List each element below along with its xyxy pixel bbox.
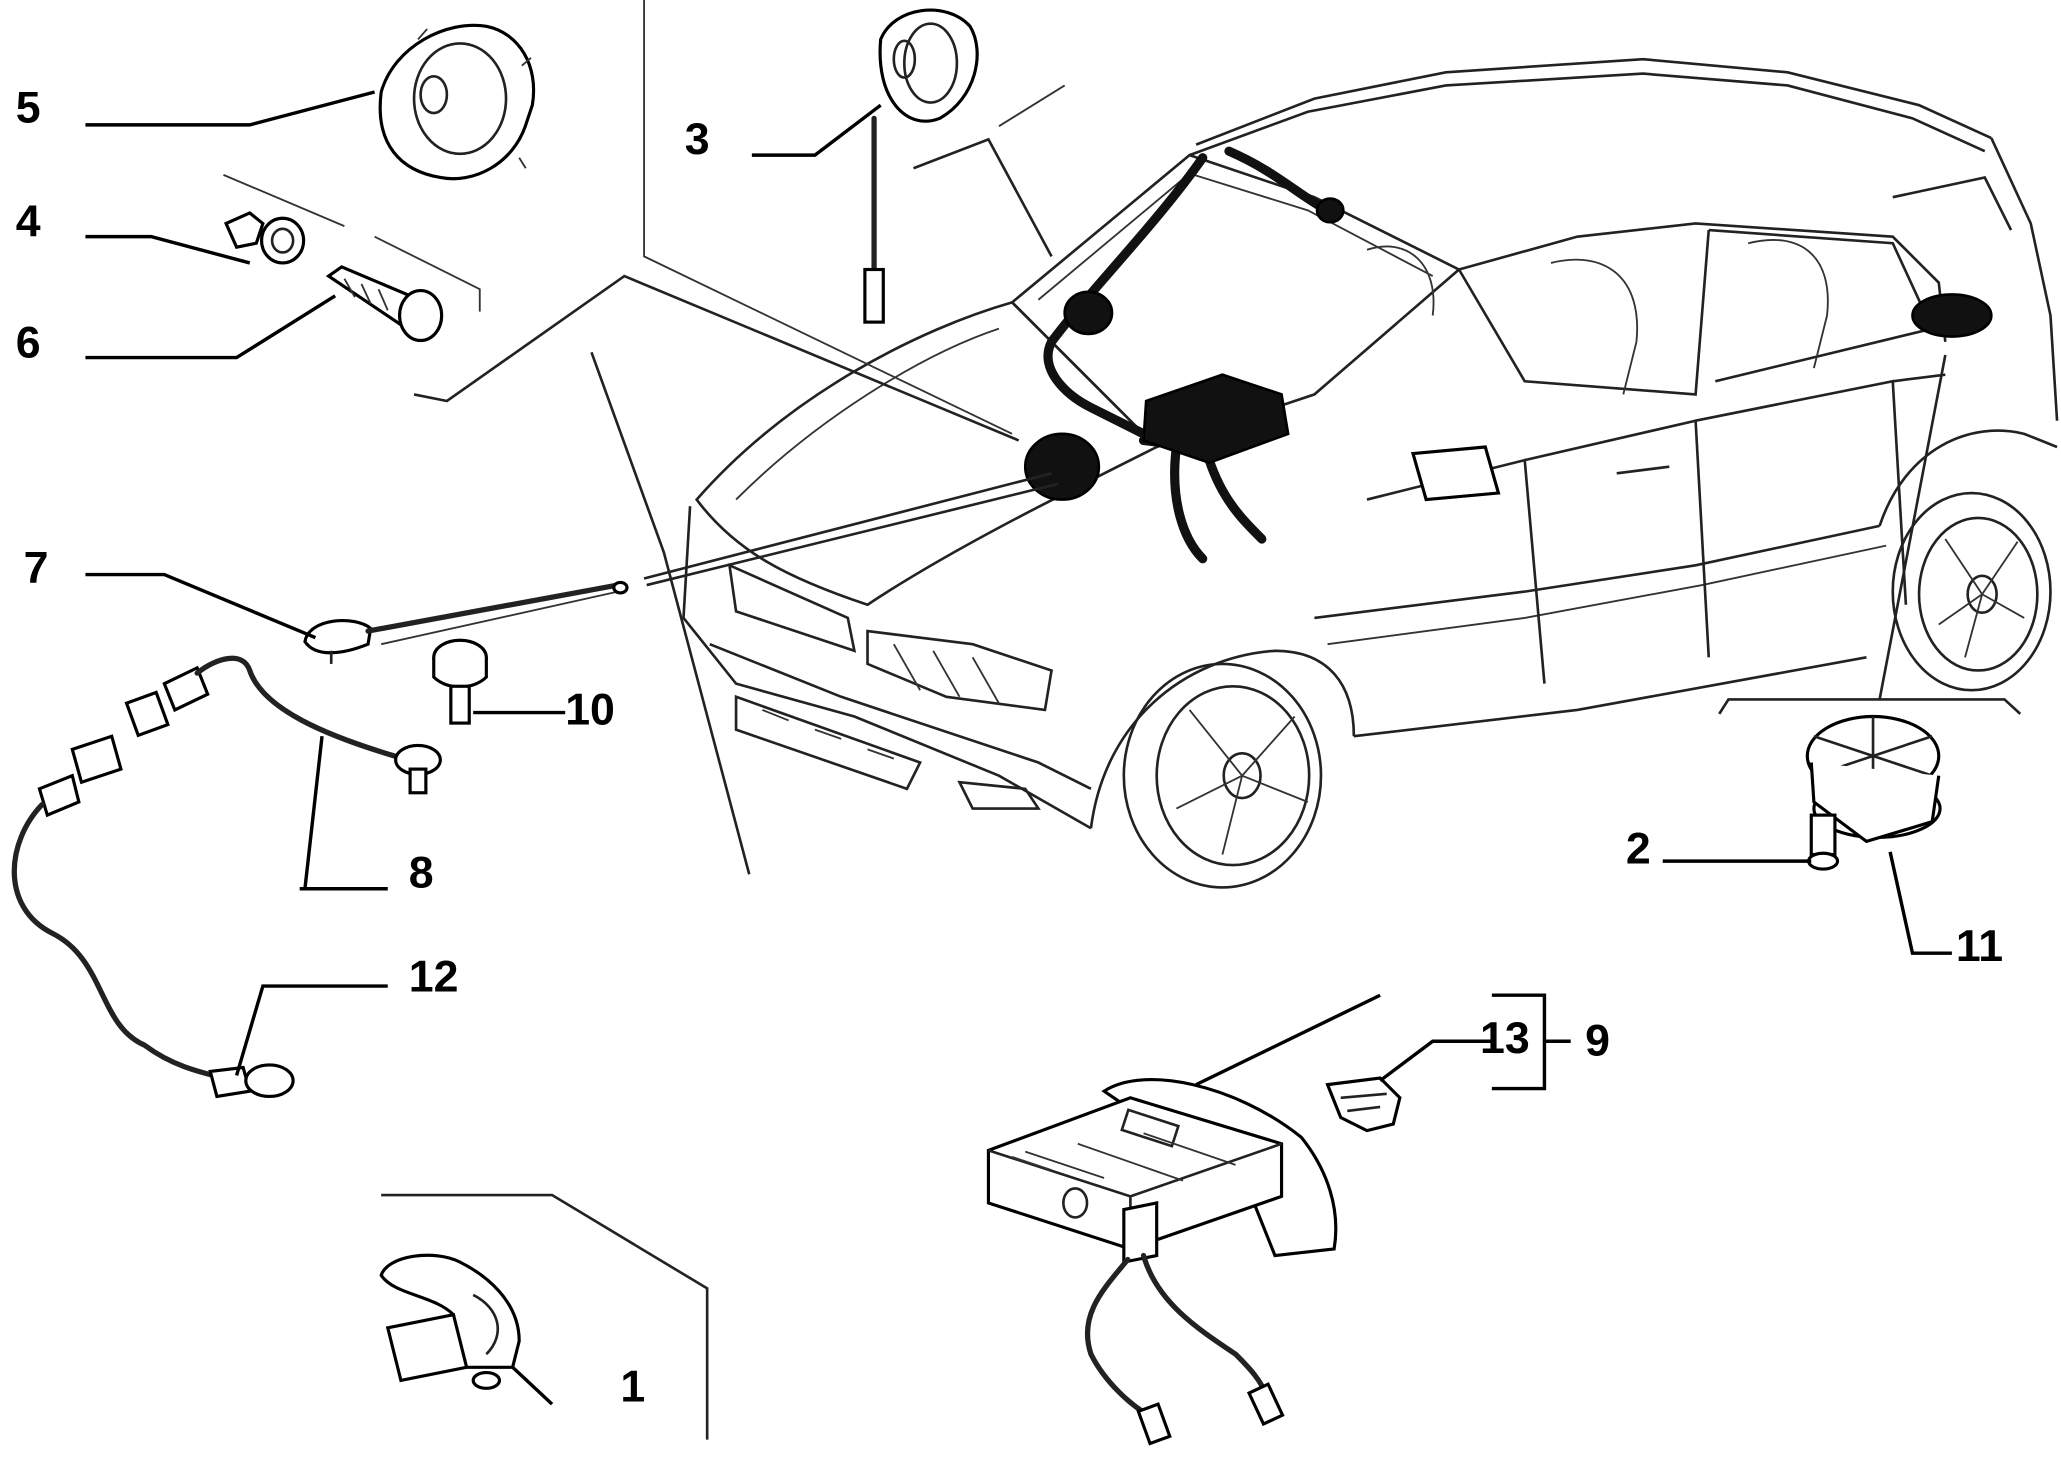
callout-1: 1: [620, 1362, 645, 1411]
car-illustration: [682, 57, 2059, 889]
callout-4: 4: [16, 198, 41, 247]
part-antenna-7: [303, 580, 629, 664]
part-speaker-5: [378, 23, 536, 181]
callout-10: 10: [565, 685, 615, 734]
part-cable-8: [124, 655, 442, 795]
wiring-harness: [1023, 146, 1993, 564]
callout-labels: 1 2 3 4 5 6 7 8 9 10 11 12 13: [16, 83, 2003, 1411]
callout-8: 8: [409, 848, 434, 897]
part-screw-10: [432, 638, 488, 725]
callout-9: 9: [1585, 1017, 1610, 1066]
callout-5: 5: [16, 83, 41, 132]
callout-3: 3: [685, 115, 710, 164]
part-bolt-6: [325, 265, 444, 343]
part-clip-1: [379, 1253, 521, 1390]
part-bracket-13: [1325, 1076, 1402, 1133]
part-cap-11: [1805, 714, 1942, 844]
callout-13: 13: [1480, 1014, 1530, 1063]
part-speaker-3: [863, 8, 979, 324]
part-radio-9: [986, 1078, 1338, 1446]
part-cable-12: [11, 734, 295, 1099]
callout-6: 6: [16, 319, 41, 368]
callout-2: 2: [1626, 825, 1651, 874]
callout-7: 7: [24, 543, 49, 592]
part-bolt-2: [1807, 813, 1840, 871]
part-grommet-4: [223, 211, 306, 265]
callout-11: 11: [1956, 922, 2003, 971]
callout-12: 12: [409, 952, 459, 1001]
leader-lines: [85, 0, 2022, 1440]
